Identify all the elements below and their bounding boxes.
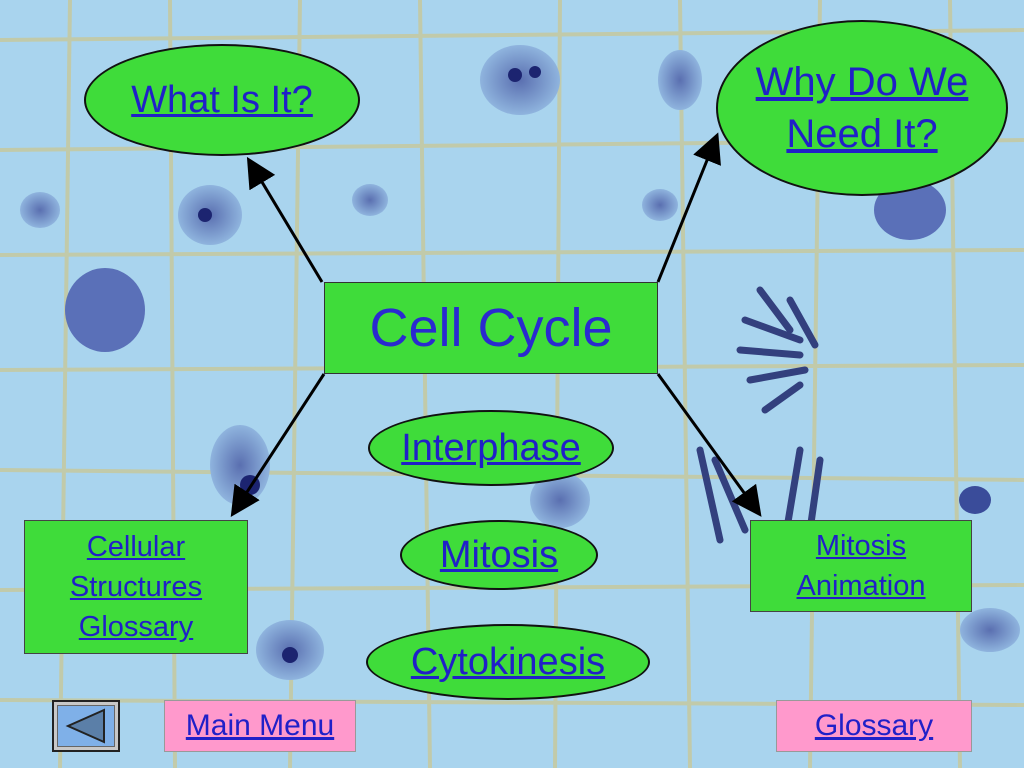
arrow-to-mitosis-animation: [656, 373, 762, 517]
back-button[interactable]: [52, 700, 120, 752]
interphase-link[interactable]: Interphase: [401, 426, 581, 469]
glossary-button[interactable]: Glossary: [776, 700, 972, 752]
main-menu-button[interactable]: Main Menu: [164, 700, 356, 752]
back-arrow-icon: [65, 708, 105, 744]
cellular-glossary-link-line1[interactable]: Cellular: [86, 531, 186, 563]
mitosis-link[interactable]: Mitosis: [439, 533, 559, 576]
main-menu-link[interactable]: Main Menu: [185, 709, 335, 742]
mitosis-animation-link-line2[interactable]: Animation: [796, 570, 926, 602]
glossary-link[interactable]: Glossary: [814, 709, 934, 742]
cytokinesis-button[interactable]: Cytokinesis: [366, 624, 650, 700]
cell-cycle-title: Cell Cycle: [369, 298, 613, 358]
arrow-to-cellular-glossary: [230, 373, 326, 518]
what-is-it-button[interactable]: What Is It?: [84, 44, 360, 156]
arrow-to-why-need-it: [656, 132, 721, 283]
arrow-to-what-is-it: [246, 156, 324, 283]
mitosis-animation-button[interactable]: Mitosis Animation: [750, 520, 972, 612]
what-is-it-link[interactable]: What Is It?: [131, 78, 313, 121]
cellular-glossary-link-line3[interactable]: Glossary: [78, 611, 194, 643]
why-need-it-button[interactable]: Why Do We Need It?: [716, 20, 1008, 196]
cell-cycle-title-box: Cell Cycle: [324, 282, 658, 374]
cellular-structures-glossary-button[interactable]: Cellular Structures Glossary: [24, 520, 248, 654]
mitosis-button[interactable]: Mitosis: [400, 520, 598, 590]
interphase-button[interactable]: Interphase: [368, 410, 614, 486]
mitosis-animation-link-line1[interactable]: Mitosis: [815, 530, 907, 562]
why-need-it-link-line2[interactable]: Need It?: [786, 112, 938, 156]
cytokinesis-link[interactable]: Cytokinesis: [410, 640, 606, 683]
why-need-it-link-line1[interactable]: Why Do We: [755, 60, 969, 104]
cellular-glossary-link-line2[interactable]: Structures: [69, 571, 203, 603]
